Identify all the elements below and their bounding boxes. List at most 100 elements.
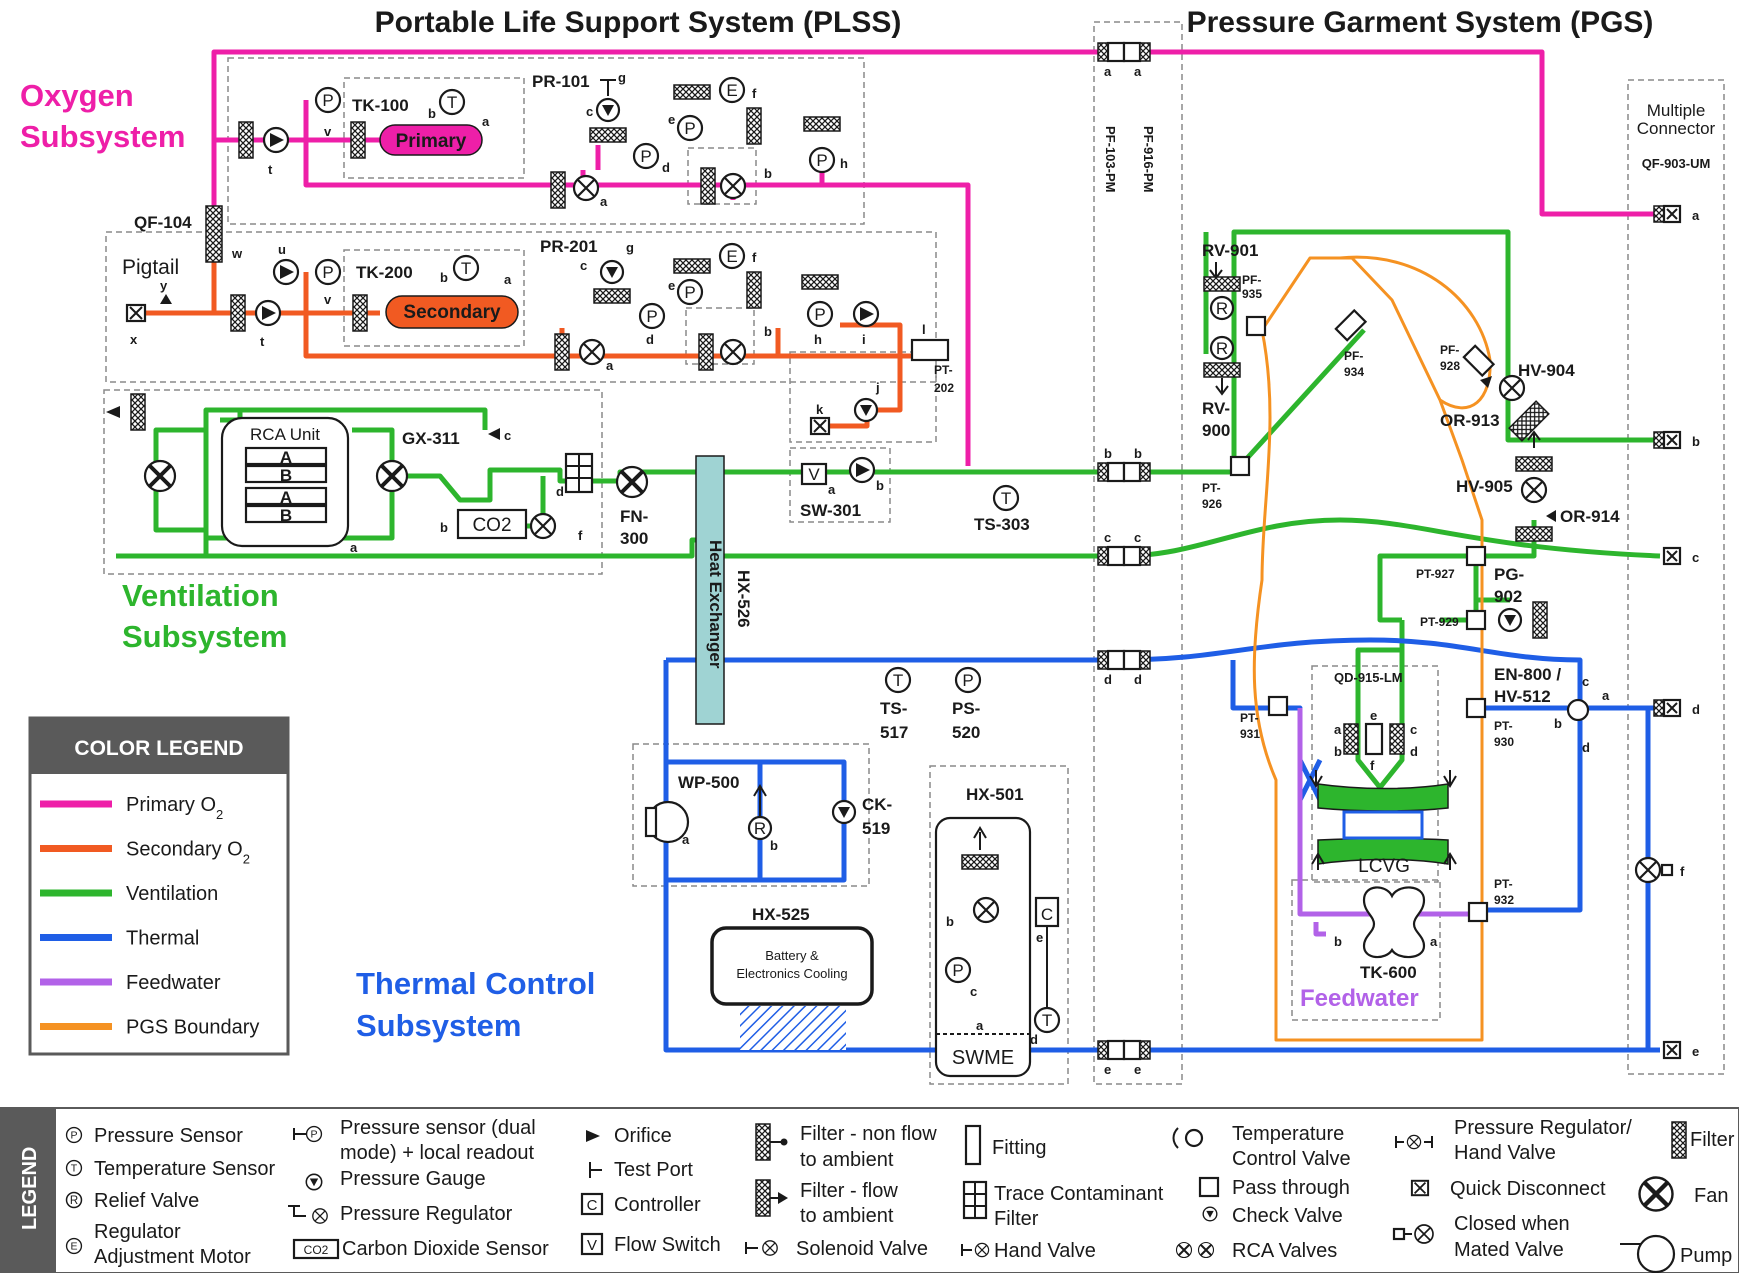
hv905-valve-icon xyxy=(1520,476,1548,504)
qd915-left-filter-icon xyxy=(1343,723,1359,755)
pass-through-filter-right-d xyxy=(1139,650,1151,670)
pigtail-orifice-icon xyxy=(160,294,172,304)
qd915-letter-b: b xyxy=(1334,744,1342,759)
rca-bed-1-label: A xyxy=(280,448,292,467)
mc-filter-b xyxy=(1653,431,1665,449)
hx526-heat-exchanger-label: Heat Exchanger xyxy=(706,540,725,669)
pr201-motor-icon xyxy=(718,242,746,270)
pr201-letter-k: k xyxy=(816,402,824,417)
trace-contaminant-grid xyxy=(566,454,592,492)
fn300-label-2: 300 xyxy=(620,529,648,548)
secondary-inlet-filter-icon xyxy=(230,294,246,332)
pass-through-filter-right-e xyxy=(1139,1040,1151,1060)
pt202-label: PT- xyxy=(934,363,953,377)
pr201-e-filter-icon xyxy=(673,258,711,274)
pass-through-filter-left-e xyxy=(1097,1040,1109,1060)
tk600-label: TK-600 xyxy=(1360,963,1417,982)
en800-letter-a: a xyxy=(1602,688,1610,703)
tk100-letter-b: b xyxy=(428,106,436,121)
pr101-letter-c: c xyxy=(586,104,593,119)
multiple-connector-box xyxy=(1627,79,1725,1075)
en800-valve-icon xyxy=(1566,698,1590,722)
pt931-label: PT- xyxy=(1240,711,1259,725)
tk100-filter-icon xyxy=(350,121,366,159)
legend-regulator-stem xyxy=(288,1205,306,1217)
hx501-controller-glyph: C xyxy=(1041,905,1053,924)
pr101-filter-icon xyxy=(589,127,627,143)
multiple-connector-port-e: e xyxy=(1662,1040,1699,1060)
pr101-label: PR-101 xyxy=(532,72,590,91)
rca-bed-3-label: A xyxy=(280,488,292,507)
ventilation-subsystem-title: Ventilation xyxy=(122,578,279,613)
legend-pr-hand-valve-icon xyxy=(1406,1134,1422,1150)
gx311-label: GX-311 xyxy=(402,429,460,448)
legend-test-port: Test Port xyxy=(614,1159,693,1181)
pass-through-letter-left-e: e xyxy=(1104,1062,1111,1077)
legend-filter-flow-1: Filter - flow xyxy=(800,1180,898,1202)
hx501-swme-box xyxy=(934,816,1032,1078)
en800-label-2: HV-512 xyxy=(1494,687,1551,706)
multiple-connector-port-b: b xyxy=(1653,430,1700,450)
co2-solenoid-icon xyxy=(529,512,557,540)
tk200-label: TK-200 xyxy=(356,263,413,282)
color-legend-label-ventilation: Ventilation xyxy=(126,883,218,905)
primary-pressure-sensor-icon xyxy=(314,86,342,114)
tk600-boundary xyxy=(1291,879,1441,1021)
legend-mated-port-icon xyxy=(1392,1227,1406,1241)
legend-hand-valve: Hand Valve xyxy=(994,1240,1096,1262)
pass-through-body-right-b xyxy=(1122,461,1142,483)
pt926-pass-through-icon xyxy=(1229,455,1251,477)
pf935-filter-icon xyxy=(1203,276,1241,292)
tk600-bladder-icon xyxy=(1362,886,1426,959)
pr101-b-filter-icon xyxy=(700,167,716,205)
closed-when-mated-valve-icon xyxy=(1634,856,1662,884)
oxygen-subsystem-title-2: Subsystem xyxy=(20,119,185,154)
hx525-battery-label: Battery & xyxy=(765,948,819,963)
legend-flow-switch-icon xyxy=(580,1232,604,1256)
hx526-label: HX-526 xyxy=(734,570,753,628)
legend-check-valve: Check Valve xyxy=(1232,1205,1343,1227)
symbol-legend-title: LEGEND xyxy=(19,1147,41,1230)
pgs-boundary-lines xyxy=(1252,255,1492,1042)
pt931-pass-through-icon xyxy=(1267,695,1289,717)
legend-pressure-sensor-icon xyxy=(65,1126,83,1144)
pr101-letter-g: g xyxy=(618,70,626,85)
pgs-header: Pressure Garment System (PGS) xyxy=(1187,6,1654,39)
sw301-boundary xyxy=(789,447,891,523)
mc-filter-a xyxy=(1653,205,1665,223)
pass-through-body-left-d xyxy=(1106,649,1126,671)
color-legend-subscript-secondary-o2: 2 xyxy=(243,851,250,866)
pg902-label: PG- xyxy=(1494,565,1524,584)
pr101-letter-a: a xyxy=(600,194,608,209)
legend-controller-glyph: C xyxy=(587,1197,598,1214)
wp500-letter-a: a xyxy=(682,832,690,847)
tk100-tank-label: Primary xyxy=(396,131,467,152)
ts517-label: TS- xyxy=(880,699,907,718)
tk100-label: TK-100 xyxy=(352,96,409,115)
tk200-letter-a: a xyxy=(504,272,512,287)
wp500-label: WP-500 xyxy=(678,773,739,792)
pass-through-column xyxy=(1093,21,1183,1085)
en800-letter-c: c xyxy=(1582,674,1589,689)
pt932-pass-through-icon xyxy=(1467,901,1489,923)
swme-letter-a: a xyxy=(976,1018,984,1033)
legend-filter-flow-icon xyxy=(755,1179,771,1217)
secondary-o2-lines xyxy=(138,230,920,429)
pr201-regulator-icon xyxy=(578,338,606,366)
multiple-connector-port-a: a xyxy=(1653,204,1700,224)
pt926-label-2: 926 xyxy=(1202,497,1222,511)
hv905-arrow-icon xyxy=(1527,430,1541,448)
qd915-letter-f: f xyxy=(1370,758,1375,773)
pr101-dual-pressure-icon xyxy=(676,114,704,142)
legend-regulator-motor-icon xyxy=(65,1237,83,1255)
pr201-outlet-boundary xyxy=(789,351,937,443)
pf935-pass-through-icon xyxy=(1245,315,1267,337)
legend-closed-mated-2: Mated Valve xyxy=(1454,1239,1564,1261)
pass-through-filter-right-b xyxy=(1139,462,1151,482)
pass-through-letter-left-a: a xyxy=(1104,64,1112,79)
legend-rca-valves: RCA Valves xyxy=(1232,1240,1337,1262)
hx526-heat-exchanger xyxy=(695,455,725,725)
